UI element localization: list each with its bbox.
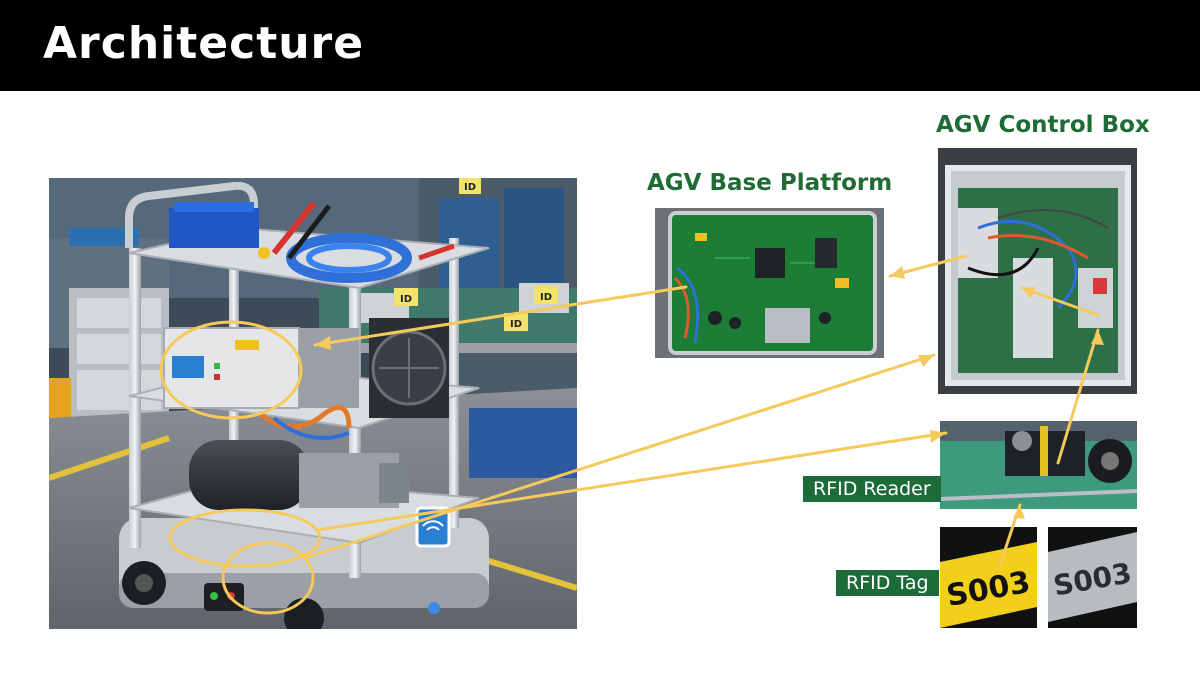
agv-cart-photo: ID ID ID ID <box>49 178 577 629</box>
shelf-id-tag: ID <box>510 319 522 330</box>
base-platform-photo <box>655 208 884 358</box>
rfid-reader-label: RFID Reader <box>803 476 941 502</box>
control-box-heading: AGV Control Box <box>936 112 1150 138</box>
control-box-photo <box>938 148 1137 394</box>
rfid-tag-label: RFID Tag <box>836 570 939 596</box>
rfid-reader-photo <box>940 421 1137 509</box>
base-platform-heading: AGV Base Platform <box>647 170 893 196</box>
header-bar: Architecture <box>0 0 1200 91</box>
shelf-id-tag: ID <box>464 182 476 193</box>
rfid-tag-silver-photo: S003 <box>1048 527 1137 628</box>
arrowhead <box>918 355 934 367</box>
shelf-id-tag: ID <box>400 294 412 305</box>
page-title: Architecture <box>43 18 365 69</box>
shelf-id-tag: ID <box>540 292 552 303</box>
arrowhead <box>890 266 905 279</box>
rfid-tag-yellow-photo: S003 <box>940 527 1037 628</box>
